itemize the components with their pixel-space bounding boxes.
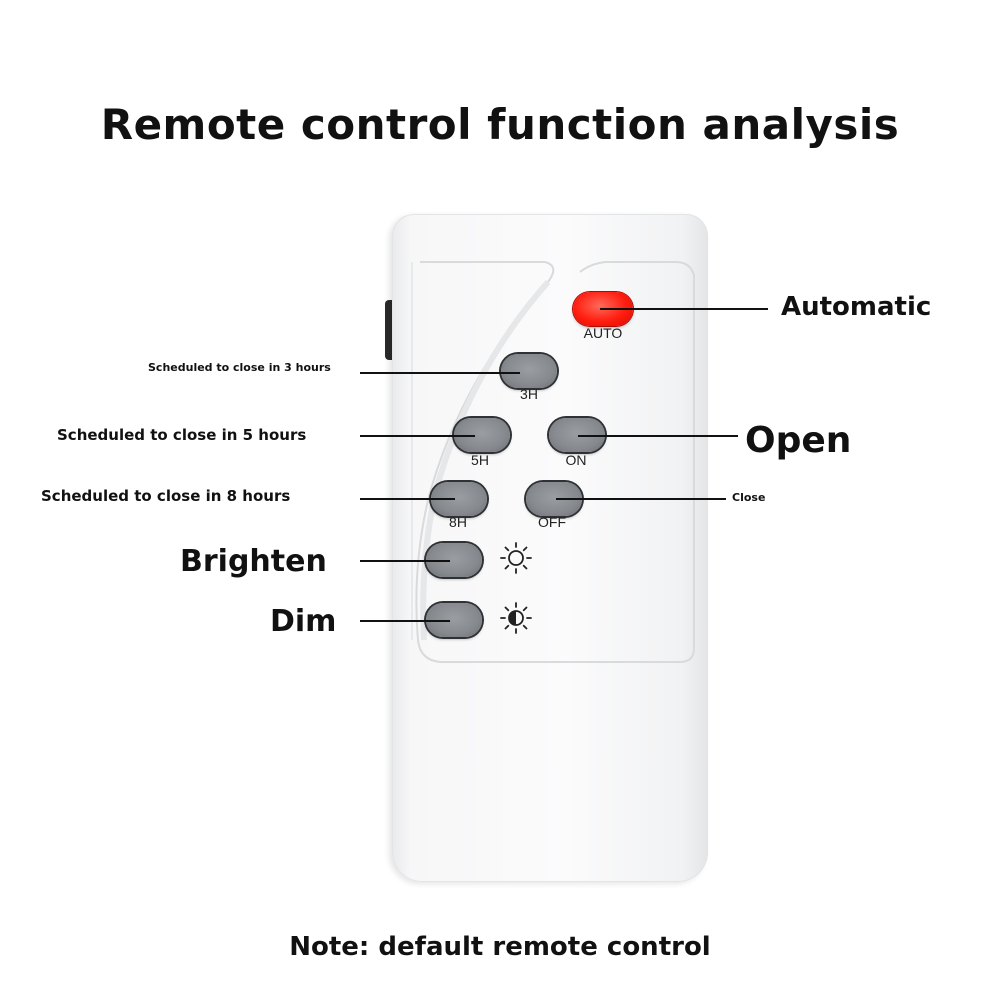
- footer-note: Note: default remote control: [289, 932, 711, 962]
- leader-close3: [360, 372, 520, 374]
- 3h-label: 3H: [520, 386, 538, 402]
- page-title: Remote control function analysis: [100, 100, 900, 149]
- callout-close-3h: Scheduled to close in 3 hours: [148, 361, 331, 374]
- leader-open: [578, 435, 738, 437]
- off-label: OFF: [538, 514, 566, 530]
- 3h-button[interactable]: [501, 354, 557, 388]
- leader-brighten: [360, 560, 450, 562]
- leader-close: [556, 498, 726, 500]
- callout-close-8h: Scheduled to close in 8 hours: [41, 487, 291, 505]
- leader-dim: [360, 620, 450, 622]
- 8h-label: 8H: [449, 514, 467, 530]
- callout-automatic: Automatic: [781, 292, 932, 322]
- callout-close-5h: Scheduled to close in 5 hours: [57, 426, 307, 444]
- sun-outline-icon: [500, 542, 532, 574]
- leader-close8: [360, 498, 455, 500]
- callout-brighten: Brighten: [180, 544, 327, 579]
- 5h-label: 5H: [471, 452, 489, 468]
- leader-automatic: [600, 308, 768, 310]
- callout-dim: Dim: [270, 604, 337, 639]
- callout-close: Close: [732, 491, 766, 504]
- sun-half-filled-icon: [500, 602, 532, 634]
- on-label: ON: [565, 452, 587, 468]
- callout-open: Open: [745, 420, 852, 461]
- leader-close5: [360, 435, 475, 437]
- auto-label: AUTO: [583, 325, 623, 341]
- remote-side-edge: [385, 300, 395, 360]
